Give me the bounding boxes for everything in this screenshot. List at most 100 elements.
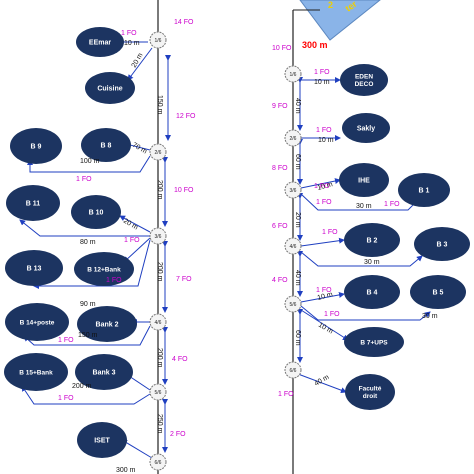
fiber-count-label: 1 FO <box>278 391 294 398</box>
link-b7 <box>300 309 349 341</box>
link-b4 <box>300 291 345 303</box>
building-b-8[interactable]: B 8 <box>81 128 131 162</box>
building-b-4[interactable]: B 4 <box>344 275 400 309</box>
building-bank-2[interactable]: Bank 2 <box>77 306 137 342</box>
building-b-15-bank[interactable]: B 15+Bank <box>4 353 68 391</box>
fiber-count-label: 4 FO <box>272 277 288 284</box>
header-triangle-shape <box>299 0 381 41</box>
fiber-count-label: 1 FO <box>316 287 332 294</box>
header-distance-label: 300 m <box>302 40 328 50</box>
building-eemar[interactable]: EEmar <box>76 27 124 57</box>
building-label: B 4 <box>367 289 378 296</box>
distance-label: 10 m <box>317 291 334 302</box>
splitter-label: 3/6 <box>155 234 162 240</box>
building-b-11[interactable]: B 11 <box>6 185 60 221</box>
fiber-count-label: 7 FO <box>176 276 192 283</box>
building-cuisine[interactable]: Cuisine <box>85 72 135 104</box>
fiber-count-label: 10 FO <box>174 187 194 194</box>
building-b-9[interactable]: B 9 <box>10 128 62 164</box>
distance-label: 200 m <box>156 262 163 282</box>
building-label: IHE <box>358 177 370 184</box>
building-b-7-ups[interactable]: B 7+UPS <box>344 327 404 357</box>
fiber-count-label: 1 FO <box>121 30 137 37</box>
building-b-13[interactable]: B 13 <box>5 250 63 286</box>
building-label: DECO <box>355 81 374 88</box>
building-b-12-bank[interactable]: B 12+Bank <box>74 252 134 286</box>
distance-label: 60 m <box>294 154 301 170</box>
distance-label: 150 m <box>156 95 163 115</box>
link-ihe <box>300 178 341 189</box>
building-label: B 14+poste <box>20 319 55 326</box>
splitter-label: 5/6 <box>290 302 297 308</box>
building-label: B 2 <box>367 237 378 244</box>
distance-label: 100 m <box>80 158 100 165</box>
building-b-10[interactable]: B 10 <box>71 195 121 229</box>
building-b-14-poste[interactable]: B 14+poste <box>5 303 69 341</box>
distance-label: 10 m <box>318 137 334 144</box>
distance-label: 30 m <box>364 259 380 266</box>
distance-label: 30 m <box>422 313 438 320</box>
header-fragment-bottom: 2 <box>328 0 333 10</box>
building-label: ISET <box>94 437 110 444</box>
link-cuisine <box>127 47 153 81</box>
left-splitter-4: 4/6 <box>149 313 167 331</box>
fiber-count-label: 1 FO <box>58 337 74 344</box>
building-label: Faculté <box>359 386 382 393</box>
splitter-label: 6/6 <box>290 368 297 374</box>
fiber-count-label: 14 FO <box>174 19 194 26</box>
link-b12 <box>123 237 151 263</box>
distance-label: 30 m <box>356 203 372 210</box>
distance-label: 70 m <box>131 142 148 156</box>
building-label: B 10 <box>89 209 104 216</box>
fiber-count-label: 1 FO <box>384 201 400 208</box>
building-label: B 3 <box>437 241 448 248</box>
fiber-count-label: 1 FO <box>316 199 332 206</box>
building-b-3[interactable]: B 3 <box>414 227 470 261</box>
link-b10 <box>119 215 151 233</box>
fiber-count-label: 12 FO <box>176 113 196 120</box>
building-sakly[interactable]: Sakly <box>342 113 390 143</box>
link-b9 <box>27 155 151 173</box>
splitter-label: 4/6 <box>290 244 297 250</box>
building-label: B 12+Bank <box>87 266 121 273</box>
distance-label: 300 m <box>116 467 136 474</box>
splitter-label: 6/6 <box>155 460 162 466</box>
right-splitter-3: 3/6 <box>284 181 302 199</box>
building-b-5[interactable]: B 5 <box>410 275 466 309</box>
link-b15 <box>21 385 151 405</box>
building-bank-3[interactable]: Bank 3 <box>75 354 133 390</box>
link-iset <box>121 439 153 459</box>
fiber-count-label: 9 FO <box>272 103 288 110</box>
building-b-2[interactable]: B 2 <box>344 223 400 257</box>
splitter-label: 1/6 <box>155 38 162 44</box>
distance-label: 10 m <box>124 40 140 47</box>
left-splitter-6: 6/6 <box>149 453 167 471</box>
distance-label: 10 m <box>314 79 330 86</box>
fiber-count-label: 1 FO <box>324 311 340 318</box>
left-splitter-1: 1/6 <box>149 31 167 49</box>
right-splitter-5: 5/6 <box>284 295 302 313</box>
link-b5 <box>300 305 431 321</box>
distance-label: 20 m <box>294 212 301 228</box>
building-label: B 11 <box>26 200 41 207</box>
building-ihe[interactable]: IHE <box>339 163 389 197</box>
left-splitter-2: 2/6 <box>149 143 167 161</box>
fiber-count-label: 6 FO <box>272 223 288 230</box>
fiber-count-label: 1 FO <box>314 183 330 190</box>
splitter-label: 1/6 <box>290 72 297 78</box>
distance-label: 40 m <box>294 98 301 114</box>
fiber-count-label: 1 FO <box>322 229 338 236</box>
splitter-label: 4/6 <box>155 320 162 326</box>
building-label: Sakly <box>357 125 375 132</box>
fiber-count-label: 1 FO <box>58 395 74 402</box>
building-label: EEmar <box>89 39 111 46</box>
building-iset[interactable]: ISET <box>77 422 127 458</box>
building-b-1[interactable]: B 1 <box>398 173 450 207</box>
link-b13 <box>33 239 151 289</box>
building-label: B 5 <box>433 289 444 296</box>
distance-label: 20 m <box>122 218 139 232</box>
link-b11 <box>19 219 150 237</box>
distance-label: 80 m <box>80 239 96 246</box>
